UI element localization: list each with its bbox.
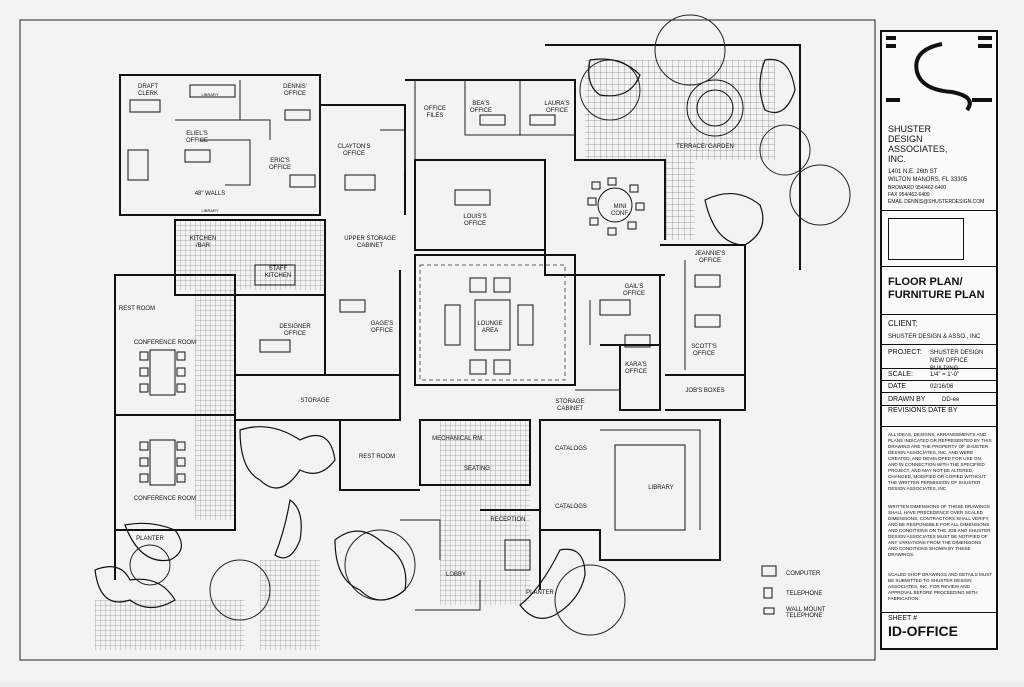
terrace-tile-2	[665, 160, 695, 240]
room-label: 48" WALLS	[195, 191, 226, 197]
scale-label: SCALE:	[888, 371, 913, 378]
mini-conf-table	[587, 177, 645, 236]
firm-contact: BROWARD 954/462-6400 FAX 954/462-6409 EM…	[888, 185, 985, 205]
room-label: LIBRARY	[201, 92, 218, 97]
notes-shop-drawings: SCALED SHOP DRAWINGS AND DETAILS MUST BE…	[888, 572, 992, 601]
conference-table-1	[139, 349, 186, 396]
drawing-title: FLOOR PLAN/ FURNITURE PLAN	[888, 276, 985, 301]
room-label: TERRACE/ GARDEN	[676, 144, 734, 150]
sheet-border	[19, 19, 876, 661]
corridor-tile	[195, 290, 235, 520]
notes-ownership: ALL IDEAS, DESIGNS, ARRANGEMENTS AND PLA…	[888, 432, 992, 491]
client-value: SHUSTER DESIGN & ASSO., INC	[888, 334, 981, 340]
room-label: RECEPTION	[490, 517, 525, 523]
office-desks	[127, 84, 721, 571]
legend-computer: COMPUTER	[786, 571, 821, 577]
project-value: SHUSTER DESIGN NEW OFFICE BUILDING	[930, 350, 984, 372]
drawn-by-value: DD-ee	[942, 397, 960, 403]
room-label: PLANTER	[526, 590, 554, 596]
sofa	[517, 304, 534, 346]
computer-icon	[761, 565, 777, 577]
firm-address: 1401 N.E. 26th ST WILTON MANORS, FL 3330…	[888, 169, 968, 183]
sofa	[444, 304, 461, 346]
lounge-area-outline	[419, 264, 566, 381]
title-block: SHUSTER DESIGN ASSOCIATES, INC. 1401 N.E…	[880, 30, 998, 650]
legend-telephone: TELEPHONE	[786, 591, 823, 597]
client-label: CLIENT:	[888, 319, 918, 328]
project-label: PROJECT:	[888, 349, 922, 356]
interior-lines	[175, 80, 701, 611]
walls	[114, 44, 801, 590]
front-walk-tile	[95, 600, 245, 650]
kitchen-tile	[175, 220, 325, 290]
legend-symbols	[761, 565, 777, 615]
date-value: 02/16/06	[930, 384, 954, 390]
terrace-table	[686, 79, 744, 137]
wall-telephone-icon	[763, 607, 775, 615]
notes-dimensions: WRITTEN DIMENSIONS OF THESE DRAWINGS SHA…	[888, 504, 991, 557]
room-label: CONFERENCE ROOM	[134, 496, 196, 502]
lounge-chair	[469, 277, 487, 293]
room-label: LIBRARY	[201, 208, 218, 213]
planting-beds	[94, 58, 796, 619]
scale-value: 1/4" = 1'-0"	[930, 372, 960, 378]
lounge-chair	[493, 277, 511, 293]
lounge-chair	[469, 359, 487, 375]
lounge-chair	[493, 359, 511, 375]
room-label: PLANTER	[136, 536, 164, 542]
side-walk-tile	[260, 560, 320, 650]
legend-wall-telephone: WALL MOUNT TELEPHONE	[786, 607, 826, 619]
telephone-icon	[763, 587, 773, 599]
room-label: KITCHEN/BAR	[190, 236, 216, 249]
sheet-number: ID-OFFICE	[888, 623, 958, 639]
room-label: JOB'S BOXES	[685, 388, 724, 394]
firm-logo	[886, 36, 992, 112]
room-label: CATALOGS	[555, 504, 587, 510]
lobby-tile	[440, 420, 530, 605]
room-label: SEATING	[464, 466, 490, 472]
room-label: REST ROOM	[359, 454, 395, 460]
room-label: MECHANICAL RM.	[432, 436, 484, 442]
coffee-table	[474, 299, 511, 351]
conference-table-2	[139, 439, 186, 486]
sheet-label: SHEET #	[888, 615, 918, 622]
firm-name: SHUSTER DESIGN ASSOCIATES, INC.	[888, 124, 948, 164]
room-label: DENNIS'OFFICE	[283, 84, 307, 97]
revisions-label: REVISIONS DATE BY	[888, 407, 958, 414]
room-label: CONFERENCE ROOM	[134, 340, 196, 346]
room-label: STORAGE	[300, 398, 329, 404]
date-label: DATE	[888, 383, 907, 390]
room-label: LIBRARY	[648, 485, 674, 491]
room-label: CATALOGS	[555, 446, 587, 452]
room-label: REST ROOM	[119, 306, 155, 312]
architect-stamp	[888, 218, 964, 260]
drawn-by-label: DRAWN BY	[888, 396, 926, 403]
room-label: LOBBY	[446, 572, 466, 578]
